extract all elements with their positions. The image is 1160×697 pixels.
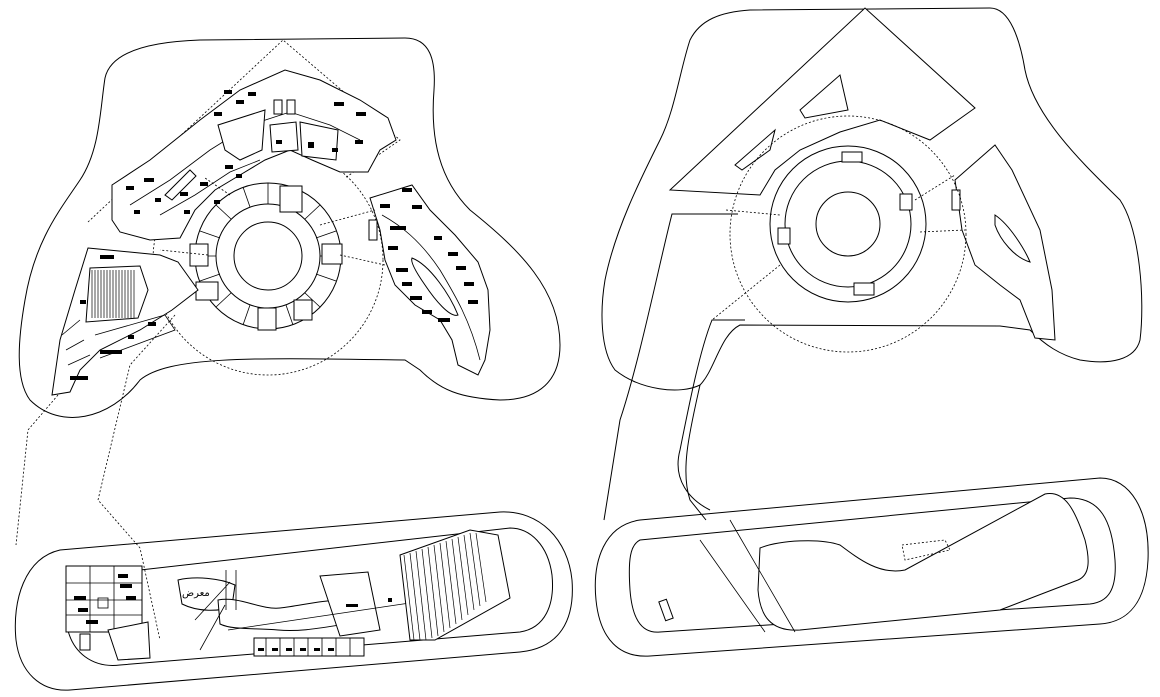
exhibition-gallery — [217, 598, 347, 632]
link-dashed-1 — [97, 314, 176, 641]
right-lower-site-boundary — [594, 477, 1149, 657]
lower-rooms-row — [253, 637, 365, 657]
left-lower-building-outline — [65, 527, 554, 666]
auditorium-seating — [91, 270, 135, 318]
right-upper-site-boundary — [601, 7, 1143, 391]
link-dashed-6 — [204, 177, 231, 196]
upper-wing-hall — [217, 109, 266, 161]
east-wing-void — [411, 257, 459, 316]
lower-west-lobby — [107, 621, 151, 661]
right-east-stair — [951, 189, 961, 211]
right-wedge-void-2 — [734, 128, 776, 171]
auditorium — [85, 265, 149, 323]
upper-wing-stair2 — [286, 99, 296, 115]
right-lower-hall — [757, 493, 1089, 631]
upper-wing-room2 — [299, 121, 339, 161]
east-wing-corridor — [381, 214, 481, 361]
right-lower-stair — [658, 598, 674, 622]
right-floor-plan — [594, 7, 1149, 657]
east-wing-stair — [368, 219, 378, 241]
right-link-inner — [685, 384, 707, 521]
right-dashed-circle — [729, 115, 967, 353]
left-lower-site-boundary — [14, 511, 573, 691]
room-tags-west — [70, 255, 156, 380]
lower-west-stair — [79, 633, 91, 651]
link-dashed-5 — [159, 249, 209, 256]
ring-rooms — [189, 185, 343, 331]
right-rotunda-outer — [769, 145, 927, 303]
lower-rooms-partitions — [265, 638, 351, 656]
rotunda-outer-ring — [194, 182, 342, 330]
west-wing-rooms — [94, 314, 176, 359]
lower-structure-lines — [194, 570, 237, 651]
rotunda-core — [233, 221, 303, 291]
left-floor-plan: معرض — [14, 37, 573, 691]
right-rotunda-entries — [777, 151, 913, 296]
right-rotunda-core — [815, 191, 881, 257]
lower-ramp-block — [399, 529, 511, 641]
right-link-path — [677, 319, 745, 511]
link-dashed-4 — [319, 209, 376, 226]
west-wing-partitions — [61, 319, 91, 366]
upper-wing-ramp — [164, 169, 197, 201]
right-lower-diagonals — [699, 519, 796, 633]
exhibition-label: معرض — [182, 588, 210, 599]
upper-wing — [111, 69, 397, 241]
left-upper-site-boundary — [18, 37, 561, 418]
right-wedge-void-1 — [799, 74, 849, 119]
link-dashed-3 — [339, 254, 386, 266]
lower-axis-line — [227, 599, 431, 631]
right-east-void — [994, 214, 1031, 263]
room-tags-lower — [74, 574, 392, 651]
link-dashed-2 — [15, 394, 59, 546]
room-tags-east — [380, 188, 478, 322]
right-link-outer — [603, 213, 738, 521]
right-lower-dashed-room — [901, 539, 951, 561]
upper-wing-room — [269, 121, 299, 153]
room-tags-upper — [126, 90, 366, 214]
lower-ramp-steps — [403, 532, 487, 641]
upper-wing-stair1 — [273, 99, 283, 115]
right-lower-building-outline — [628, 497, 1116, 633]
